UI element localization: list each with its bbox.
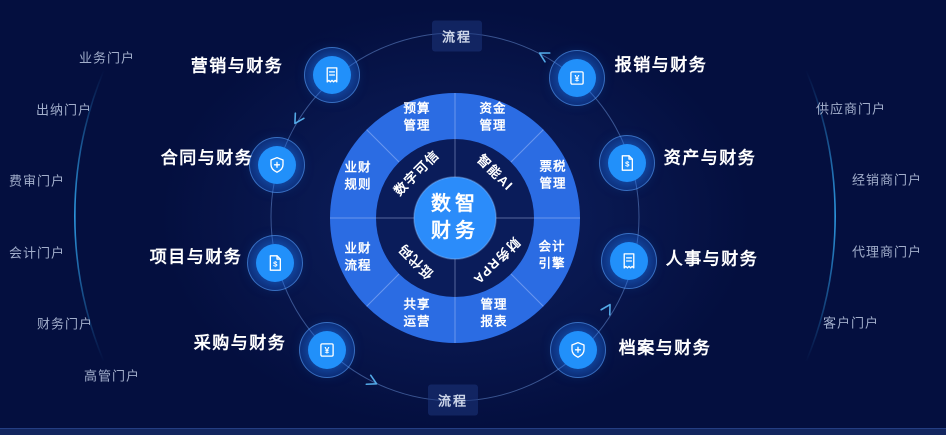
node-asset-finance[interactable]: $ xyxy=(599,135,655,191)
ring-module-capital: 资金管理 xyxy=(479,101,507,133)
portal-agent: 代理商门户 xyxy=(851,244,923,260)
bottom-accent-bar xyxy=(0,428,946,435)
svg-text:¥: ¥ xyxy=(575,73,580,83)
ring-module-invoice-tax: 票税管理 xyxy=(539,159,567,191)
node-label-reimbursement: 报销与财务 xyxy=(614,55,708,75)
node-hr-finance[interactable] xyxy=(601,233,657,289)
document-dollar-icon: $ xyxy=(621,155,633,171)
svg-text:$: $ xyxy=(625,160,630,169)
portal-business: 业务门户 xyxy=(78,50,136,66)
node-reimbursement-finance[interactable]: ¥ xyxy=(549,50,605,106)
node-project-finance[interactable]: $ xyxy=(247,235,303,291)
shield-plus-icon xyxy=(270,157,284,173)
right-side-arc xyxy=(805,69,836,363)
portal-executive: 高管门户 xyxy=(83,368,141,384)
ring-divider-lines xyxy=(330,93,580,343)
ring-module-process: 业财流程 xyxy=(344,241,372,273)
portal-distributor: 经销商门户 xyxy=(851,172,923,188)
flow-badge-bottom: 流程 xyxy=(427,384,479,416)
orbit-arrow-left xyxy=(294,112,305,125)
document-dollar-icon: $ xyxy=(269,255,281,271)
portal-accounting: 会计门户 xyxy=(8,245,66,261)
orbit-arrow-bottom xyxy=(365,374,378,386)
flow-badge-top: 流程 xyxy=(431,20,483,52)
node-label-archive: 档案与财务 xyxy=(618,338,712,358)
yuan-square-icon: ¥ xyxy=(570,71,584,85)
receipt-icon xyxy=(326,67,338,83)
portal-customer: 客户门户 xyxy=(822,315,880,331)
node-label-hr: 人事与财务 xyxy=(665,249,759,269)
svg-text:$: $ xyxy=(273,260,278,269)
portal-cashier: 出纳门户 xyxy=(35,102,93,118)
portal-finance: 财务门户 xyxy=(36,316,94,332)
node-label-contract: 合同与财务 xyxy=(160,148,254,168)
node-procurement-finance[interactable]: ¥ xyxy=(299,322,355,378)
node-marketing-finance[interactable] xyxy=(304,47,360,103)
node-contract-finance[interactable] xyxy=(249,137,305,193)
orbit-arrow-right xyxy=(600,303,611,316)
ring-module-rules: 业财规则 xyxy=(344,160,372,192)
portal-supplier: 供应商门户 xyxy=(815,101,887,117)
center-circle xyxy=(413,176,497,260)
ring-module-mgmt-report: 管理报表 xyxy=(480,297,508,329)
ring-module-budget: 预算管理 xyxy=(403,101,431,133)
node-label-procurement: 采购与财务 xyxy=(193,333,287,353)
ring-module-accounting-engine: 会计引擎 xyxy=(538,239,566,271)
receipt-icon xyxy=(623,253,635,269)
svg-text:¥: ¥ xyxy=(325,345,330,355)
left-side-arc xyxy=(74,69,105,363)
orbit-arrow-top xyxy=(538,52,551,63)
yuan-square-icon: ¥ xyxy=(320,343,334,357)
node-label-marketing: 营销与财务 xyxy=(190,56,284,76)
portal-expense-audit: 费审门户 xyxy=(8,173,66,189)
node-label-asset: 资产与财务 xyxy=(663,148,757,168)
ring-module-shared-ops: 共享运营 xyxy=(403,297,431,329)
node-label-project: 项目与财务 xyxy=(149,247,243,267)
shield-plus-icon xyxy=(571,342,585,358)
node-archive-finance[interactable] xyxy=(550,322,606,378)
center-title: 数智 财务 xyxy=(431,193,479,242)
